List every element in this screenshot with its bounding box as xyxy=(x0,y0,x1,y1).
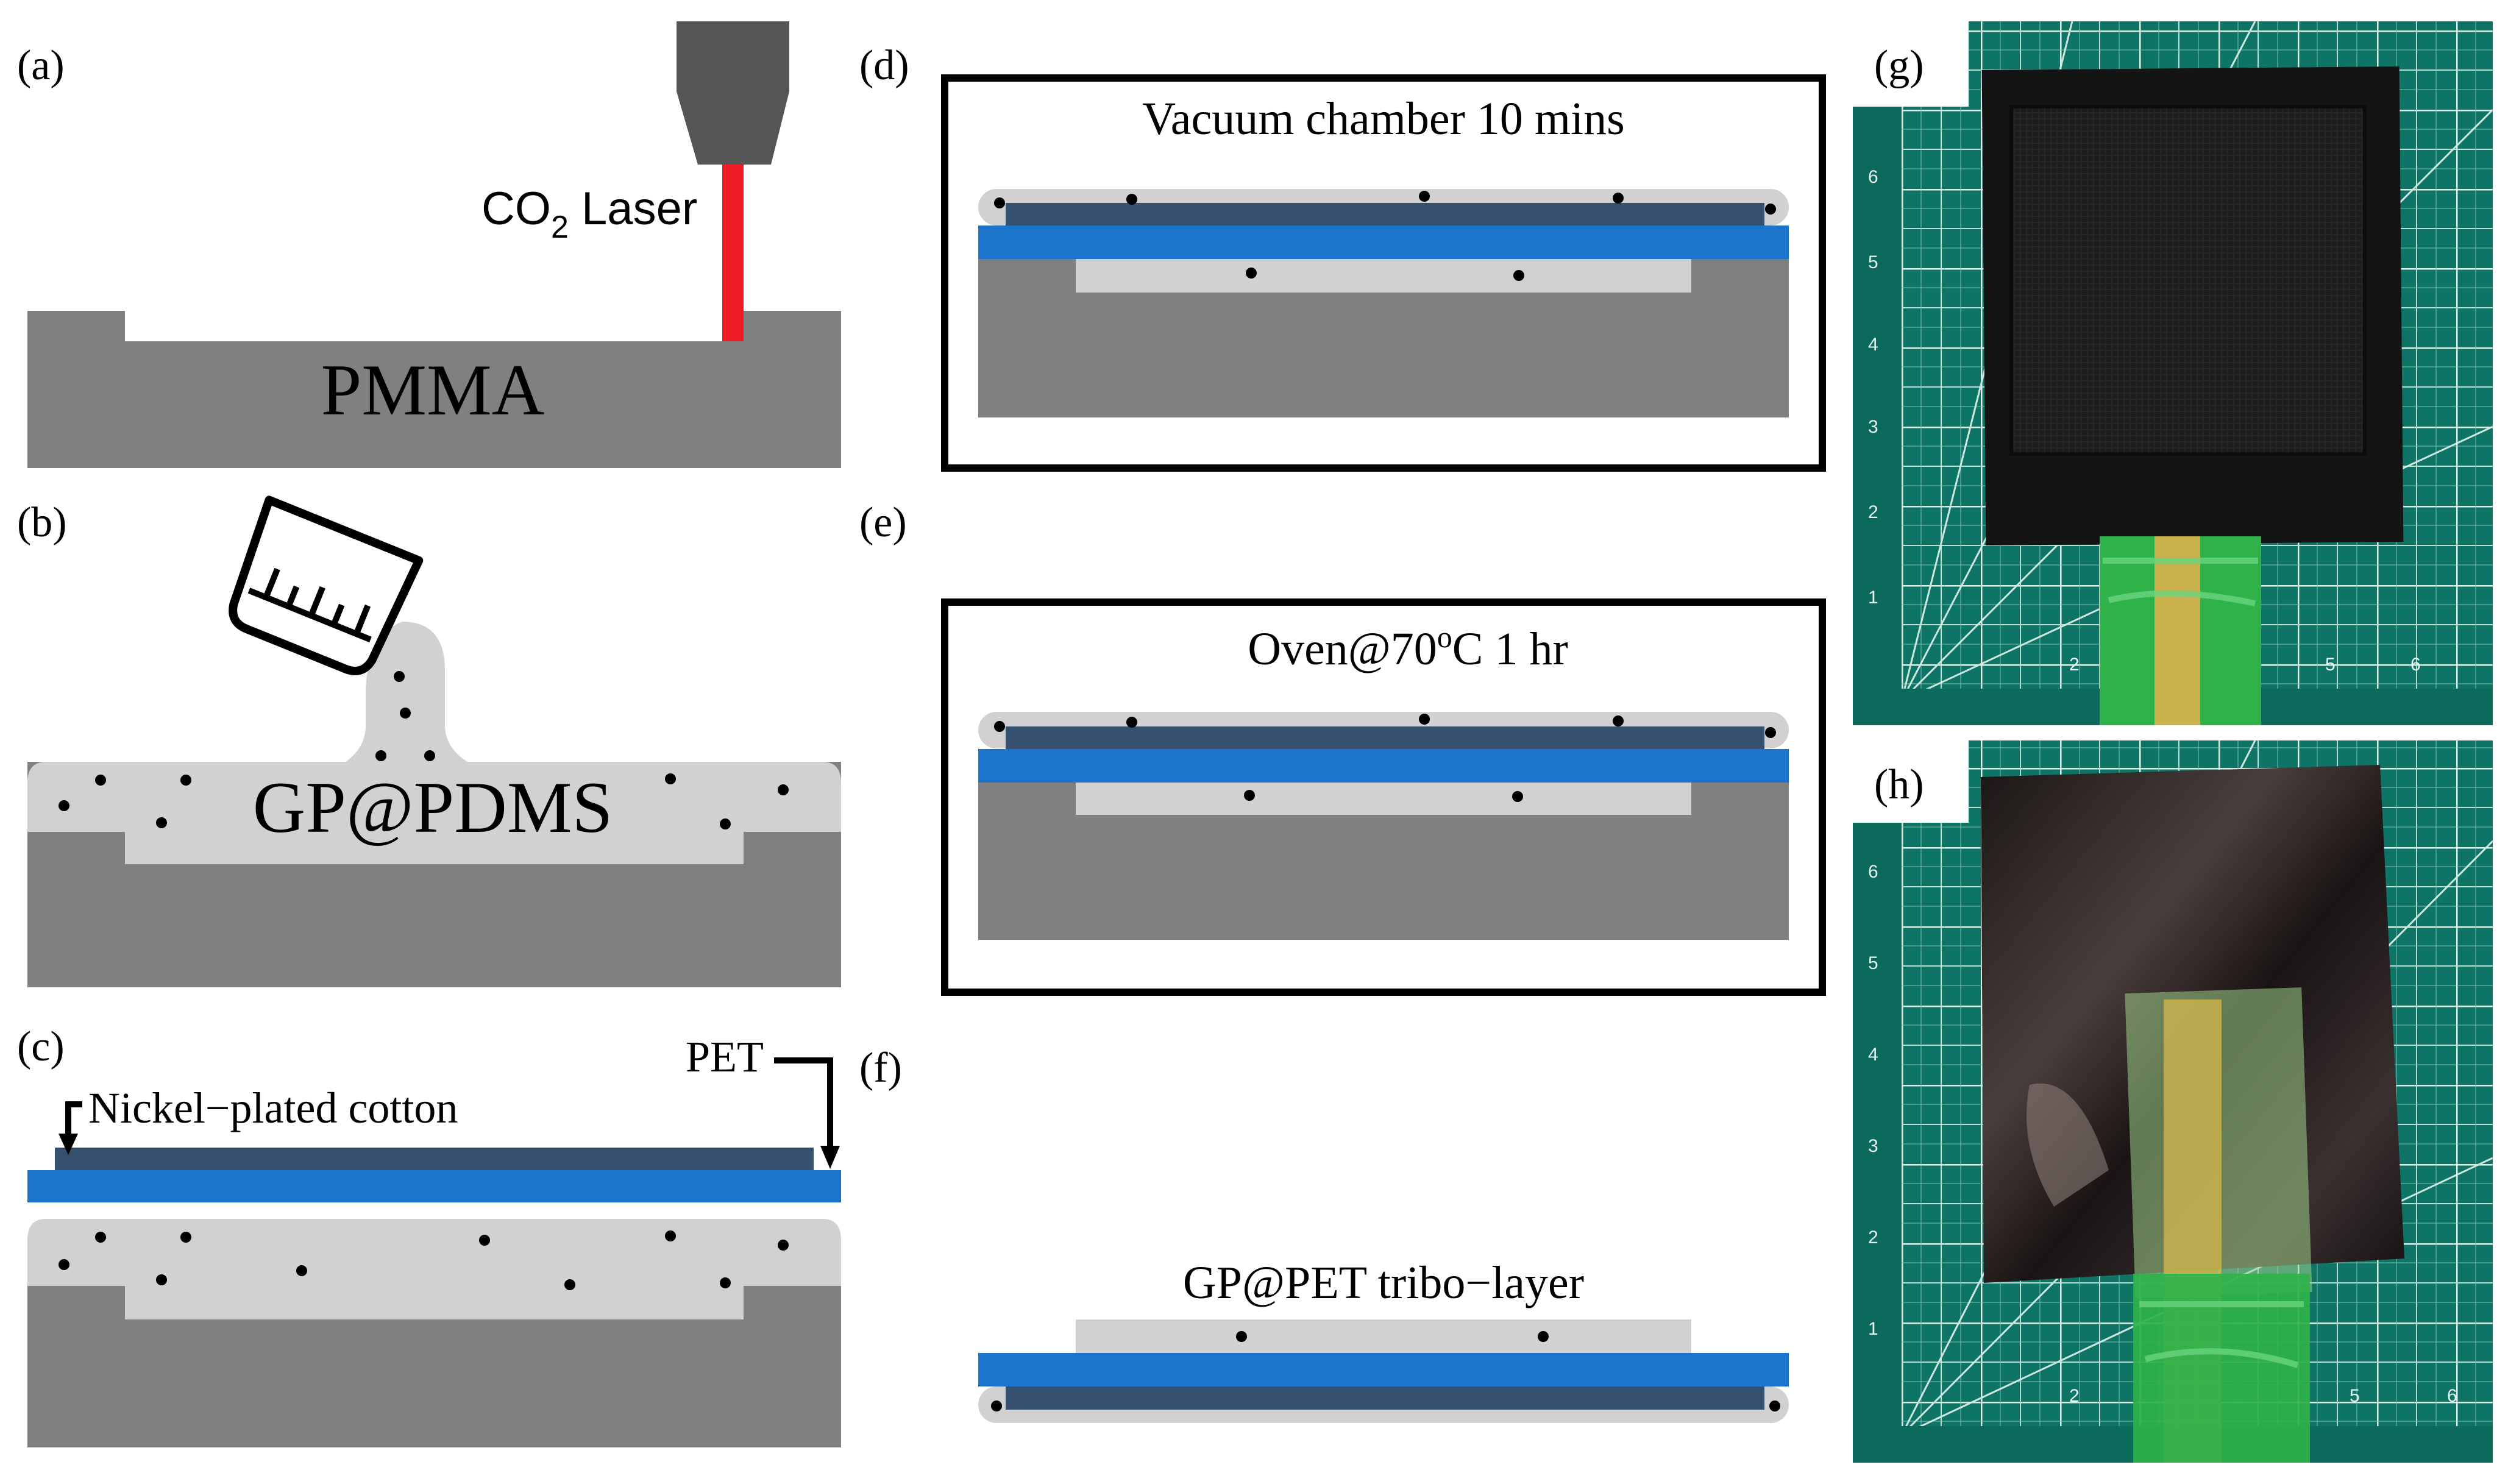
graphite-particles-c xyxy=(59,1230,789,1290)
graphite-particles-e xyxy=(994,714,1776,802)
cotton-pointer-line xyxy=(65,1101,82,1140)
laser-nozzle-icon xyxy=(677,21,789,165)
cotton-layer-d xyxy=(1006,203,1764,225)
cotton-layer-c xyxy=(55,1148,814,1170)
svg-text:1: 1 xyxy=(1868,588,1878,608)
svg-text:2: 2 xyxy=(1868,502,1878,522)
svg-text:6: 6 xyxy=(2447,1386,2457,1406)
svg-text:6: 6 xyxy=(1868,167,1878,187)
tribo-layer-label: GP@PET tribo−layer xyxy=(1183,1257,1584,1308)
pdms-fill-d xyxy=(1076,259,1691,293)
ruler-ticks-g: 6 5 4 3 2 1 2 5 6 xyxy=(1868,167,2421,675)
svg-text:2: 2 xyxy=(2069,655,2080,675)
cotton-layer-f xyxy=(1006,1386,1764,1410)
cotton-layer-e xyxy=(1006,726,1764,749)
panel-d: (d) Vacuum chamber 10 mins xyxy=(859,42,1826,472)
pet-pointer-line xyxy=(774,1057,833,1152)
pmma-substrate-right xyxy=(728,311,841,341)
panel-f: (f) GP@PET tribo−layer xyxy=(859,1045,1789,1423)
graphite-particles-d xyxy=(994,191,1776,281)
panel-a-tag: (a) xyxy=(17,42,65,89)
svg-text:5: 5 xyxy=(1868,953,1878,973)
svg-text:5: 5 xyxy=(2350,1386,2360,1406)
gp-pdms-label: GP@PDMS xyxy=(253,767,613,848)
pet-label: PET xyxy=(686,1032,764,1081)
woven-electrode-g xyxy=(2009,105,2367,456)
cotton-label: Nickel−plated cotton xyxy=(88,1084,458,1132)
vacuum-step-label: Vacuum chamber 10 mins xyxy=(1142,93,1624,144)
beaker-icon xyxy=(229,495,424,675)
pet-layer-c xyxy=(27,1170,841,1202)
svg-text:6: 6 xyxy=(2410,655,2421,675)
vacuum-chamber-frame xyxy=(941,74,1826,472)
svg-text:2: 2 xyxy=(1868,1227,1878,1248)
arrow-down-icon xyxy=(820,1146,840,1169)
pmma-label: PMMA xyxy=(321,349,545,430)
graphite-particles-f xyxy=(991,1331,1780,1411)
tag-background-h xyxy=(1853,740,1969,823)
mat-ruler-left-h xyxy=(1853,740,1902,1463)
panel-f-tag: (f) xyxy=(859,1045,902,1092)
laser-label: CO2 Laser xyxy=(481,183,697,245)
tag-background-g xyxy=(1853,21,1969,107)
pdms-fill-e xyxy=(1076,783,1691,815)
sample-reflection-h xyxy=(2027,1083,2109,1207)
nickel-lead-g xyxy=(2155,536,2200,725)
laser-beam xyxy=(722,165,744,341)
svg-text:4: 4 xyxy=(1868,1045,1878,1065)
oven-step-label: Oven@70oC 1 hr xyxy=(1248,620,1568,675)
gp-layer-f xyxy=(1076,1319,1691,1353)
arrow-down-icon xyxy=(59,1134,78,1155)
tape-highlight-h xyxy=(2139,1301,2304,1368)
tape-highlight-g xyxy=(2103,558,2258,606)
svg-text:2: 2 xyxy=(2069,1386,2080,1406)
svg-text:5: 5 xyxy=(1868,252,1878,272)
svg-text:5: 5 xyxy=(2325,655,2336,675)
panel-c: (c) Nickel−plated cotton PET xyxy=(17,1023,841,1447)
oven-frame xyxy=(941,598,1826,996)
graphite-particles-b xyxy=(59,671,789,829)
mat-ruler-left-g xyxy=(1853,21,1902,725)
panel-h-tag: (h) xyxy=(1874,761,1924,808)
svg-text:1: 1 xyxy=(1868,1319,1878,1339)
pdms-layer-c xyxy=(27,1219,841,1319)
pet-layer-f xyxy=(978,1353,1789,1386)
panel-a: (a) PMMA CO2 Laser xyxy=(17,21,841,468)
ruler-ticks-h: 6 5 4 3 2 1 2 5 6 xyxy=(1868,862,2457,1406)
panel-e-tag: (e) xyxy=(859,499,907,546)
panel-e: (e) Oven@70oC 1 hr xyxy=(859,499,1826,996)
pmma-substrate xyxy=(27,311,841,468)
panel-b-tag: (b) xyxy=(17,499,67,546)
svg-text:4: 4 xyxy=(1868,335,1878,355)
svg-text:3: 3 xyxy=(1868,1136,1878,1156)
pdms-layer-b xyxy=(27,762,841,864)
panel-d-tag: (d) xyxy=(859,42,909,89)
pet-layer-d xyxy=(978,225,1789,259)
panel-g-tag: (g) xyxy=(1874,42,1924,89)
panel-g-photo: 6 5 4 3 2 1 2 5 6 (g) xyxy=(1853,21,2494,725)
svg-text:3: 3 xyxy=(1868,417,1878,437)
panel-h-photo: 6 5 4 3 2 1 2 5 6 (h) xyxy=(1853,740,2494,1463)
pet-layer-e xyxy=(978,749,1789,783)
svg-text:6: 6 xyxy=(1868,862,1878,882)
panel-b: (b) GP@PDMS xyxy=(17,495,841,987)
panel-c-tag: (c) xyxy=(17,1023,65,1070)
